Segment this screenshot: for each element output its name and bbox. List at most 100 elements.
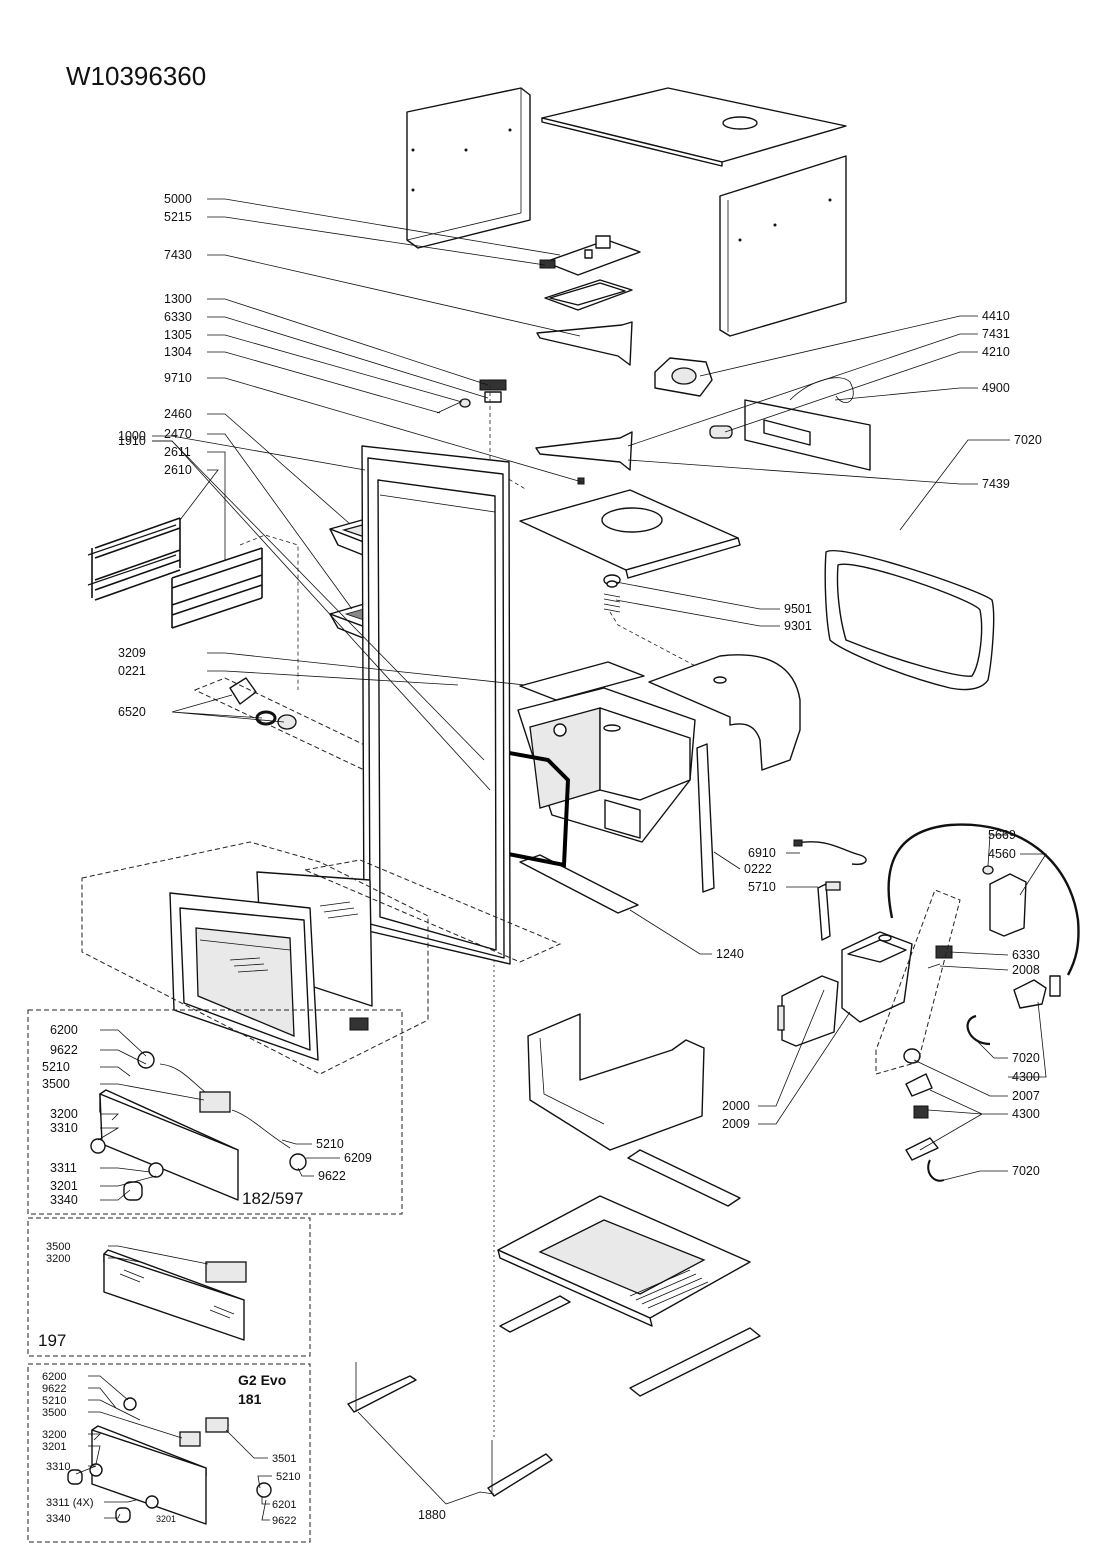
rail-top-bar (627, 1149, 741, 1207)
label-c6201: 6201 (272, 1499, 296, 1511)
label-c5210r: 5210 (276, 1471, 300, 1483)
label-5215: 5215 (164, 210, 192, 224)
label-a3500: 3500 (42, 1077, 70, 1091)
board-tray (544, 279, 633, 311)
label-6520: 6520 (118, 705, 146, 719)
label-4300b: 4300 (1012, 1107, 1040, 1121)
label-1880: 1880 (418, 1508, 446, 1522)
control-panel-g2 (67, 1397, 272, 1525)
water-tank-2000 (777, 975, 839, 1047)
drip-tray (824, 550, 995, 691)
rail-left-bar (499, 1295, 571, 1333)
valve-6330 (927, 945, 953, 969)
cavity-top-cover (648, 654, 801, 771)
label-7020c: 7020 (1012, 1164, 1040, 1178)
label-1305: 1305 (164, 328, 192, 342)
label-c3311: 3311 (4X) (46, 1497, 94, 1509)
label-9501: 9501 (784, 602, 812, 616)
label-c3201b: 3201 (156, 1514, 176, 1524)
feet-bracket-1880 (347, 1362, 553, 1497)
label-1304: 1304 (164, 345, 192, 359)
cavity-box (517, 687, 696, 843)
variant-box-g2-evo (27, 1363, 311, 1543)
label-4210: 4210 (982, 345, 1010, 359)
air-duct-7430 (536, 321, 633, 366)
label-2610: 2610 (164, 463, 192, 477)
label-c3340: 3340 (46, 1513, 70, 1525)
box-name-182: 182/597 (242, 1189, 303, 1208)
bottom-rail-1240 (519, 854, 639, 914)
water-tank-2009 (841, 931, 913, 1023)
label-4410: 4410 (982, 309, 1010, 323)
label-c6200: 6200 (42, 1371, 66, 1383)
label-a5210r: 5210 (316, 1137, 344, 1151)
label-a3201: 3201 (50, 1179, 78, 1193)
box-name-197: 197 (38, 1331, 66, 1350)
pump-assembly-4560 (982, 865, 1027, 937)
box-name-g2-line2: 181 (238, 1391, 262, 1407)
label-9301: 9301 (784, 619, 812, 633)
label-1300: 1300 (164, 292, 192, 306)
wire-rack-right (171, 547, 263, 629)
label-2009: 2009 (722, 1117, 750, 1131)
label-c3501: 3501 (272, 1453, 296, 1465)
spring-assembly (603, 574, 621, 613)
variant-box-182-597 (27, 1009, 403, 1215)
wire-rack-left (87, 517, 181, 601)
variant-box-197 (27, 1217, 311, 1357)
label-c5210: 5210 (42, 1395, 66, 1407)
top-panel (541, 87, 847, 167)
door-frame (169, 892, 319, 1061)
label-6330a: 6330 (164, 310, 192, 324)
label-a9622: 9622 (50, 1043, 78, 1057)
top-base-plate (519, 477, 741, 579)
label-4300a: 4300 (1012, 1070, 1040, 1084)
label-1910: 1910 (118, 434, 146, 448)
fan-motor (654, 357, 713, 397)
label-9710: 9710 (164, 371, 192, 385)
label-2007: 2007 (1012, 1089, 1040, 1103)
label-b3500: 3500 (46, 1241, 70, 1253)
label-6330b: 6330 (1012, 948, 1040, 962)
water-tube-7020 (887, 823, 1080, 976)
label-5000: 5000 (164, 192, 192, 206)
leader-lines (75, 198, 1047, 1521)
fitting-parts-2007 (903, 1048, 945, 1182)
label-7020b: 7020 (1012, 1051, 1040, 1065)
label-a3311: 3311 (50, 1161, 77, 1175)
label-2000: 2000 (722, 1099, 750, 1113)
door-hinge-clip (349, 1017, 369, 1031)
label-4900: 4900 (982, 381, 1010, 395)
label-5669: 5669 (988, 828, 1016, 842)
control-panel-197 (103, 1249, 247, 1341)
box-g2-labels: G2 Evo 181 6200 9622 5210 3500 3200 3201… (42, 1371, 300, 1527)
label-1240: 1240 (716, 947, 744, 961)
label-7020a: 7020 (1014, 433, 1042, 447)
label-2008: 2008 (1012, 963, 1040, 977)
label-7430: 7430 (164, 248, 192, 262)
label-7439: 7439 (982, 477, 1010, 491)
oven-lamp (229, 677, 297, 730)
label-a6209: 6209 (344, 1151, 372, 1165)
control-board (539, 235, 641, 276)
switch-parts (436, 379, 507, 414)
outer-door-1000 (361, 445, 511, 965)
box-name-g2-line1: G2 Evo (238, 1372, 286, 1388)
label-a3340: 3340 (50, 1193, 78, 1207)
label-c9622: 9622 (42, 1383, 66, 1395)
label-b3200: 3200 (46, 1253, 70, 1265)
part-number-labels: 5000 5215 7430 1300 6330 1305 1304 9710 … (118, 192, 1042, 1522)
label-c3310: 3310 (46, 1461, 70, 1473)
label-2460: 2460 (164, 407, 192, 421)
label-a3200: 3200 (50, 1107, 78, 1121)
label-4560: 4560 (988, 847, 1016, 861)
label-c3201: 3201 (42, 1441, 66, 1453)
left-side-panel (406, 87, 531, 249)
diagram-title: W10396360 (66, 61, 206, 91)
label-0222: 0222 (744, 862, 772, 876)
drawer-frame (527, 1013, 705, 1151)
box-197-labels: 3500 3200 197 (38, 1241, 70, 1350)
label-a5210: 5210 (42, 1060, 70, 1074)
label-a6200: 6200 (50, 1023, 78, 1037)
